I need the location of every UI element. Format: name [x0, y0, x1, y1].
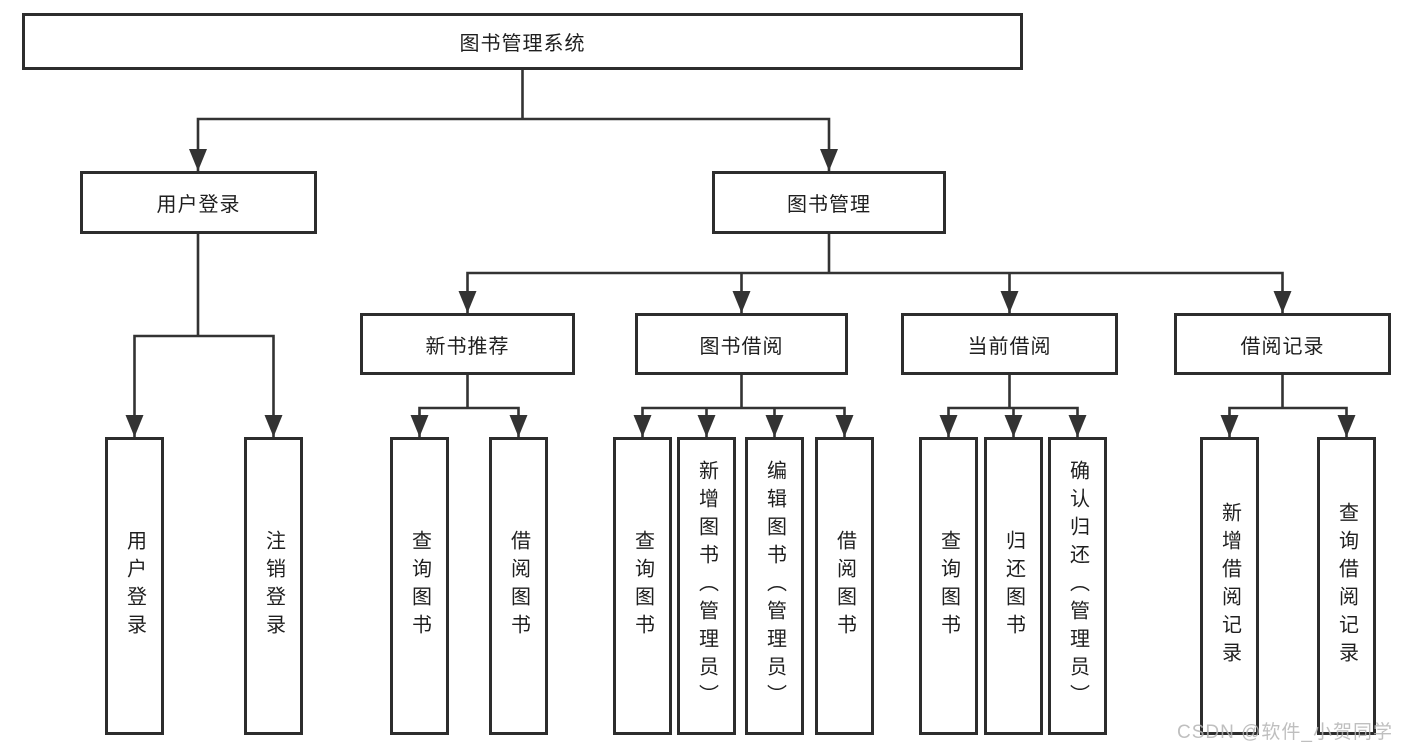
leaf-add-borrow-record: 新增借阅记录 — [1200, 437, 1259, 735]
node-root-library-system: 图书管理系统 — [22, 13, 1023, 70]
leaf-query-books-borrow: 查询图书 — [613, 437, 672, 735]
connector-bookmgmt-to-level3 — [458, 232, 1292, 315]
leaf-user-login: 用户登录 — [105, 437, 164, 735]
leaf-confirm-return-admin: 确认归还（管理员） — [1048, 437, 1107, 735]
leaf-edit-books-admin: 编辑图书（管理员） — [745, 437, 804, 735]
connector-currentborrow-to-leaves — [939, 373, 1087, 439]
leaf-logout: 注销登录 — [244, 437, 303, 735]
connector-bookborrow-to-leaves — [633, 373, 854, 439]
leaf-borrow-books: 借阅图书 — [815, 437, 874, 735]
connector-root-to-level2 — [189, 68, 838, 173]
leaf-query-borrow-record: 查询借阅记录 — [1317, 437, 1376, 735]
node-user-login: 用户登录 — [80, 171, 317, 234]
node-book-borrowing: 图书借阅 — [635, 313, 848, 375]
leaf-query-books-current: 查询图书 — [919, 437, 978, 735]
connector-newbook-to-leaves — [410, 373, 528, 439]
leaf-add-books-admin: 新增图书（管理员） — [677, 437, 736, 735]
leaf-borrow-books-newbook: 借阅图书 — [489, 437, 548, 735]
node-book-management: 图书管理 — [712, 171, 946, 234]
node-borrowing-records: 借阅记录 — [1174, 313, 1391, 375]
node-new-book-recommend: 新书推荐 — [360, 313, 575, 375]
leaf-return-books: 归还图书 — [984, 437, 1043, 735]
node-current-borrowing: 当前借阅 — [901, 313, 1118, 375]
leaf-query-books-newbook: 查询图书 — [390, 437, 449, 735]
connector-borrowrecord-to-leaves — [1220, 373, 1356, 439]
connector-userlogin-to-leaves — [125, 232, 283, 439]
